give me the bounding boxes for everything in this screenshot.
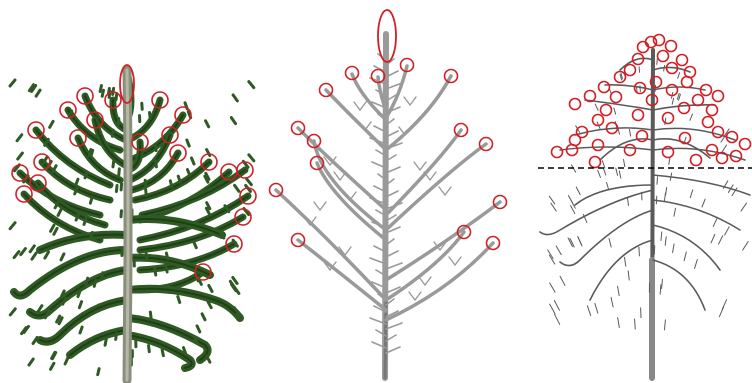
twig [657, 59, 658, 64]
needle-tuft [183, 348, 185, 354]
needle-tuft [102, 90, 103, 96]
needle-tuft [94, 280, 96, 286]
needle-tuft [91, 232, 93, 238]
needle-tuft [178, 296, 180, 302]
needle-tuft [116, 185, 117, 191]
needle-tuft [116, 94, 117, 100]
needle-tuft [166, 266, 167, 272]
needle-tuft [85, 172, 87, 178]
needle-tuft [105, 339, 106, 345]
needle-tuft [155, 145, 156, 151]
tree-trunk [127, 70, 128, 380]
needle-tuft [80, 327, 82, 333]
twig [657, 177, 658, 184]
needle-tuft [84, 218, 86, 224]
needle-tuft [100, 86, 101, 92]
needle-tuft [155, 269, 156, 275]
needle-tuft [162, 350, 163, 356]
needle-tuft [118, 119, 119, 125]
needle-tuft [113, 161, 114, 167]
needle-tuft [150, 113, 151, 119]
needle-tuft [145, 180, 146, 186]
needle-tuft [102, 273, 103, 279]
needle-tuft [86, 278, 88, 284]
needle-tuft [149, 346, 150, 352]
needle-tuft [90, 197, 92, 203]
needle-tuft [178, 176, 180, 182]
needle-tuft [78, 291, 80, 297]
needle-tuft [79, 302, 81, 308]
needle-tuft [119, 169, 120, 175]
needle-tuft [150, 312, 151, 318]
needle-tuft [146, 254, 147, 260]
needle-tuft [146, 189, 147, 195]
needle-tuft [98, 369, 99, 375]
needle-tuft [155, 161, 156, 167]
needle-tuft [112, 130, 113, 136]
trunk-highlight [127, 70, 128, 380]
twig [656, 196, 657, 204]
needle-tuft [170, 181, 172, 187]
needle-tuft [166, 253, 167, 259]
needle-tuft [91, 150, 93, 156]
needle-tuft [116, 333, 117, 339]
